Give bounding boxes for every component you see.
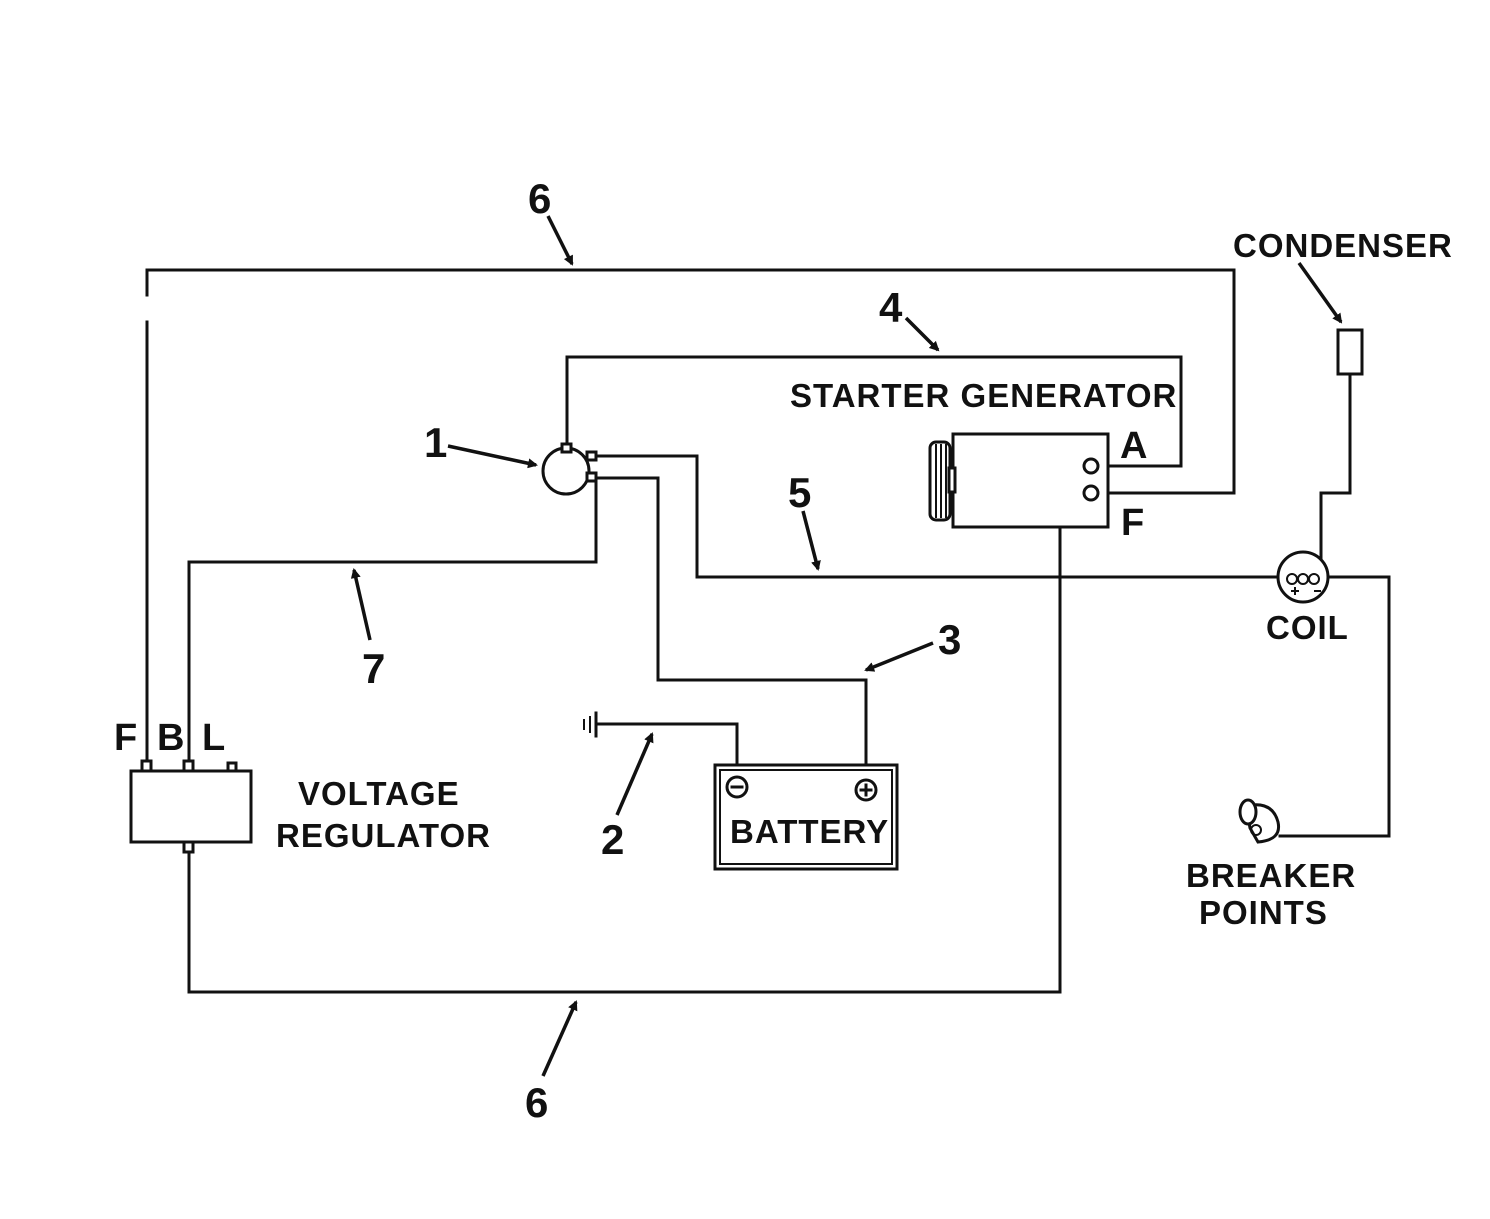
arrow-3 [864, 641, 934, 672]
callout-2: 2 [601, 816, 624, 863]
wire-2 [596, 722, 739, 778]
regulator-ground-terminal [182, 840, 195, 854]
wire-6-top [145, 268, 1236, 767]
starter-generator-label: STARTER GENERATOR [790, 377, 1177, 414]
callout-arrows [350, 215, 1343, 1077]
generator-f-terminal-label: F [1121, 502, 1144, 544]
voltage-regulator-label-line2: REGULATOR [276, 817, 491, 854]
breaker-points-label-line2: POINTS [1199, 894, 1328, 931]
arrow-4 [904, 316, 940, 352]
arrow-2 [615, 732, 654, 816]
arrow-5 [801, 510, 821, 571]
wire-coil-breaker [1278, 575, 1391, 838]
callout-1: 1 [424, 419, 447, 466]
generator-f-terminal [1082, 484, 1100, 502]
battery [713, 763, 899, 871]
callout-6-top: 6 [528, 175, 551, 222]
regulator-b-terminal-label: B [157, 717, 184, 759]
condenser-label: CONDENSER [1233, 227, 1453, 264]
wire-7 [187, 478, 598, 767]
starter-switch [541, 442, 598, 496]
voltage-regulator-label-line1: VOLTAGE [298, 775, 460, 812]
arrow-7 [350, 568, 372, 641]
condenser [1336, 328, 1364, 376]
wire-4 [565, 355, 1183, 468]
arrow-1 [447, 444, 538, 469]
callout-4: 4 [879, 284, 903, 331]
regulator-l-terminal-label: L [202, 717, 225, 759]
callout-5: 5 [788, 469, 811, 516]
wire-condenser-coil [1319, 372, 1352, 567]
wire-5 [594, 454, 1280, 579]
wires [145, 268, 1391, 994]
coil-label: COIL [1266, 609, 1349, 646]
regulator-f-terminal [140, 759, 153, 773]
generator-a-terminal-label: A [1120, 425, 1147, 467]
callout-6-bottom: 6 [525, 1079, 548, 1126]
regulator-b-terminal [182, 759, 195, 773]
callout-7: 7 [362, 645, 385, 692]
battery-label: BATTERY [730, 813, 889, 850]
voltage-regulator [129, 759, 253, 854]
regulator-l-terminal [226, 761, 238, 773]
coil [1276, 550, 1330, 604]
ground-icon [583, 711, 598, 738]
labels: CONDENSER STARTER GENERATOR COIL BREAKER… [114, 175, 1453, 1126]
breaker-points [1238, 798, 1281, 844]
starter-generator [928, 432, 1110, 529]
regulator-f-terminal-label: F [114, 717, 137, 759]
wire-3 [594, 476, 868, 778]
wire-6-bottom [187, 464, 1087, 994]
arrow-condenser [1297, 261, 1343, 324]
generator-a-terminal [1082, 457, 1100, 475]
callout-3: 3 [938, 616, 961, 663]
arrow-6-bottom [541, 1000, 578, 1077]
breaker-points-label-line1: BREAKER [1186, 857, 1356, 894]
arrow-6-top [546, 215, 574, 266]
